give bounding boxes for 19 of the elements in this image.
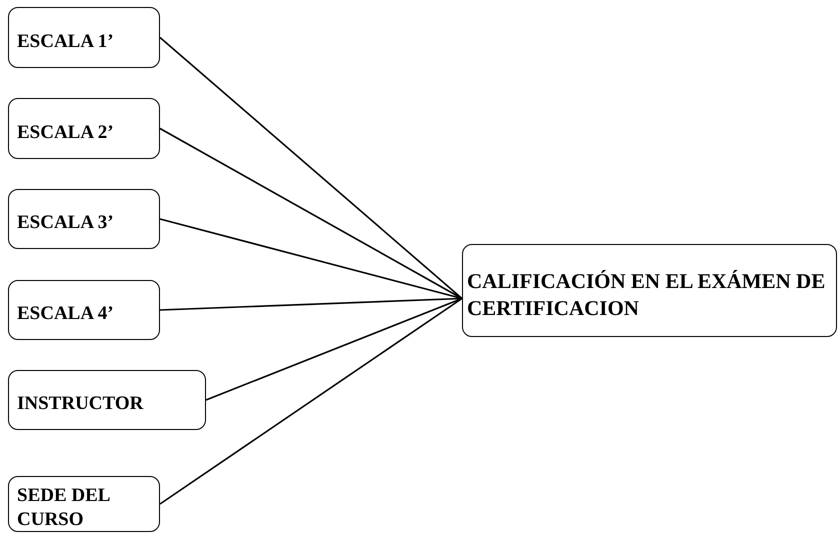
rounded-box xyxy=(462,244,837,337)
node-label: ESCALA 3’ xyxy=(17,211,115,235)
rounded-box xyxy=(8,370,206,430)
rounded-box xyxy=(8,98,160,159)
rounded-box xyxy=(8,189,160,249)
connector-line xyxy=(160,298,462,505)
node-label: INSTRUCTOR xyxy=(17,392,144,416)
node-label: ESCALA 2’ xyxy=(17,120,115,144)
connector-line xyxy=(160,298,462,311)
connector-line xyxy=(160,218,462,300)
node-label: SEDE DEL CURSO xyxy=(17,484,111,532)
node-label: ESCALA 4’ xyxy=(17,302,115,326)
rounded-box xyxy=(8,280,160,340)
connector-line xyxy=(159,36,463,300)
node-label: CALIFICACIÓN EN EL EXÁMEN DE CERTIFICACION xyxy=(467,268,826,321)
rounded-box xyxy=(8,7,160,68)
rounded-box xyxy=(8,476,160,532)
node-label: ESCALA 1’ xyxy=(17,30,115,54)
connector-line xyxy=(206,298,462,401)
